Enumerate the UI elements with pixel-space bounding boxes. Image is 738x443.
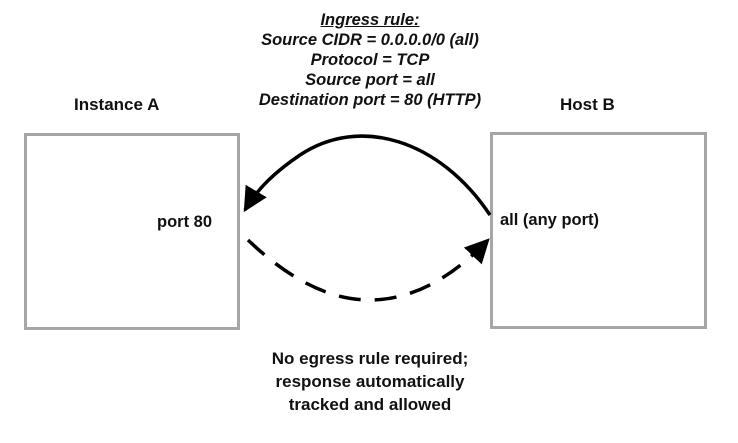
- response-arrow: [246, 238, 490, 302]
- ingress-rule-title: Ingress rule:: [320, 11, 420, 29]
- host-b-port-label: all (any port): [500, 211, 600, 229]
- footer-line: tracked and allowed: [288, 395, 452, 414]
- ingress-rule-destination-port: Destination port = 80 (HTTP): [258, 91, 482, 109]
- footer-note: No egress rule required; response automa…: [200, 347, 540, 416]
- ingress-rule-annotation: Ingress rule: Source CIDR = 0.0.0.0/0 (a…: [230, 10, 510, 110]
- footer-line: No egress rule required;: [271, 349, 469, 368]
- instance-a-box: [24, 133, 240, 330]
- footer-line: response automatically: [275, 372, 465, 391]
- ingress-rule-protocol: Protocol = TCP: [310, 51, 430, 69]
- host-b-label: Host B: [560, 95, 615, 114]
- instance-a-port-label: port 80: [157, 213, 213, 231]
- host-b-box: [490, 132, 707, 329]
- ingress-rule-source-port: Source port = all: [305, 71, 435, 89]
- instance-a-label: Instance A: [74, 95, 160, 114]
- ingress-rule-source-cidr: Source CIDR = 0.0.0.0/0 (all): [261, 31, 479, 49]
- request-arrow: [243, 134, 492, 216]
